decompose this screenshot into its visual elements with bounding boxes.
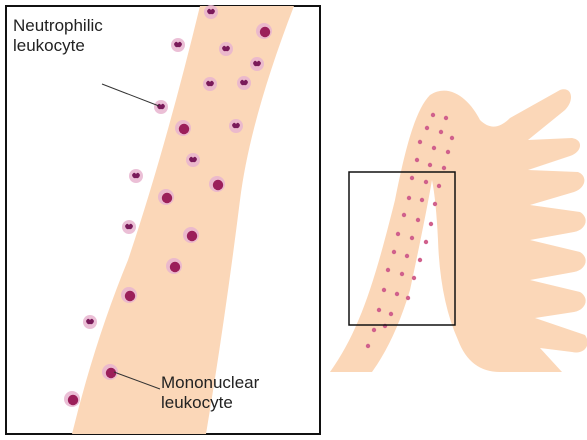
- overview-cell-dot: [415, 158, 419, 162]
- neutrophilic-leukocyte-label: Neutrophilic leukocyte: [13, 16, 103, 56]
- mononuclear-cell: [102, 364, 118, 380]
- overview-cell-dot: [437, 184, 441, 188]
- overview-cell-dot: [424, 240, 428, 244]
- mononuclear-label-line-1: Mononuclear: [161, 373, 259, 393]
- overview-cell-dot: [372, 328, 376, 332]
- neutrophil-cell: [219, 42, 233, 56]
- overview-cell-dot: [402, 213, 406, 217]
- neutrophil-cell: [186, 153, 200, 167]
- overview-cell-dot: [433, 202, 437, 206]
- overview-cell-dot: [407, 196, 411, 200]
- overview-cell-dot: [410, 236, 414, 240]
- overview-cell-dot: [450, 136, 454, 140]
- overview-cell-dot: [395, 292, 399, 296]
- overview-cell-dot: [425, 126, 429, 130]
- neutrophil-cell: [250, 57, 264, 71]
- overview-cell-dot: [442, 166, 446, 170]
- neutrophil-cell: [129, 169, 143, 183]
- overview-cell-dot: [418, 258, 422, 262]
- overview-cell-dot: [366, 344, 370, 348]
- overview-cell-dot: [429, 222, 433, 226]
- mononuclear-cell: [121, 287, 137, 303]
- overview-cell-dot: [400, 272, 404, 276]
- neutrophilic-label-line-2: leukocyte: [13, 36, 103, 56]
- neutrophil-cell: [122, 220, 136, 234]
- overview-cell-dot: [420, 198, 424, 202]
- mononuclear-cell: [64, 391, 80, 407]
- overview-cell-dot: [386, 268, 390, 272]
- neutrophilic-label-line-1: Neutrophilic: [13, 16, 103, 36]
- overview-cell-dot: [432, 146, 436, 150]
- mononuclear-cell: [256, 23, 272, 39]
- neutrophil-cell: [204, 5, 218, 19]
- overview-cell-dot: [377, 308, 381, 312]
- overview-cell-dot: [416, 218, 420, 222]
- neutrophil-cell: [237, 76, 251, 90]
- neutrophil-cell: [83, 315, 97, 329]
- overview-cell-dot: [410, 176, 414, 180]
- overview-cell-dot: [406, 296, 410, 300]
- neutrophil-cell: [203, 77, 217, 91]
- overview-cell-dot: [439, 130, 443, 134]
- mononuclear-cell: [166, 258, 182, 274]
- overview-cell-dot: [418, 140, 422, 144]
- neutrophil-cell: [171, 38, 185, 52]
- overview-cell-dot: [392, 250, 396, 254]
- overview-cell-dot: [446, 150, 450, 154]
- mononuclear-cell: [175, 120, 191, 136]
- neutrophil-cell: [154, 100, 168, 114]
- overview-cell-dot: [396, 232, 400, 236]
- overview-cell-dot: [424, 180, 428, 184]
- mononuclear-cell: [158, 189, 174, 205]
- overview-cell-dot: [382, 288, 386, 292]
- mononuclear-cell: [209, 176, 225, 192]
- overview-cell-dot: [405, 254, 409, 258]
- mononuclear-cell: [183, 227, 199, 243]
- overview-villus-tissue: [330, 89, 587, 372]
- neutrophil-cell: [229, 119, 243, 133]
- overview-cell-dot: [428, 163, 432, 167]
- overview-cell-dot: [444, 116, 448, 120]
- mononuclear-leukocyte-label: Mononuclear leukocyte: [161, 373, 259, 413]
- overview-cell-dot: [389, 312, 393, 316]
- overview-cell-dot: [412, 276, 416, 280]
- mononuclear-label-line-2: leukocyte: [161, 393, 259, 413]
- overview-cell-dot: [431, 113, 435, 117]
